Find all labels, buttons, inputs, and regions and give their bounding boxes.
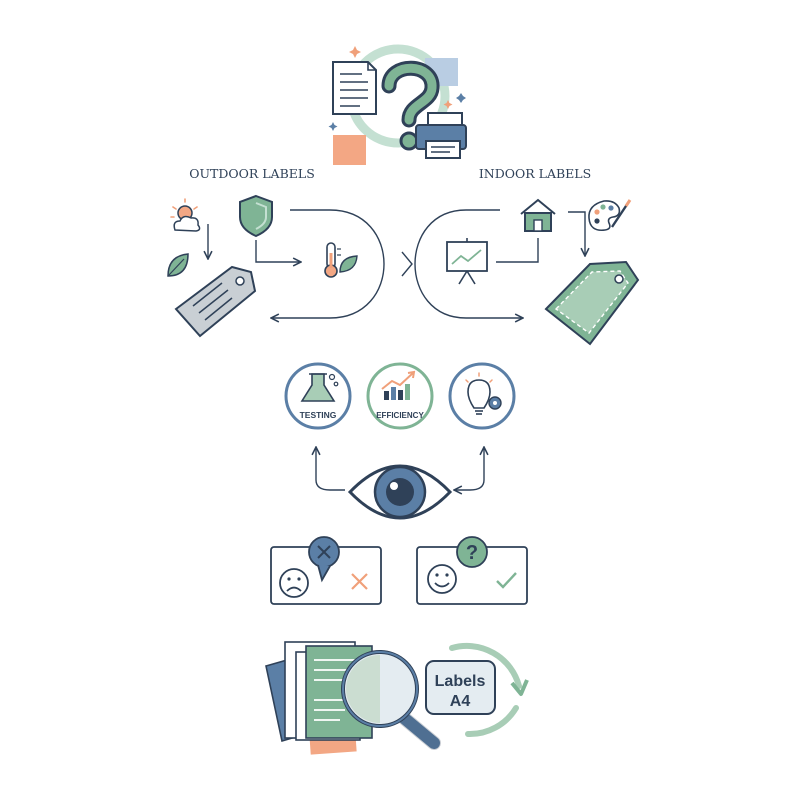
circle-row xyxy=(284,362,516,430)
lightbulb-gear-icon xyxy=(465,372,502,415)
presentation-board-icon xyxy=(446,238,488,285)
efficiency-circle xyxy=(366,362,434,430)
flask-icon xyxy=(300,373,339,402)
shield-icon xyxy=(239,194,273,238)
arrow-testing-to-eye xyxy=(316,448,345,491)
growth-chart-icon xyxy=(381,370,416,400)
check-mark-icon xyxy=(496,572,517,589)
outdoor-labels-heading: OUTDOOR LABELS xyxy=(189,166,315,181)
top-cluster xyxy=(328,44,467,165)
arrow-shield-to-thermo xyxy=(255,240,300,262)
sparkles xyxy=(328,46,466,131)
question-bubble-icon: ? xyxy=(456,536,488,568)
indoor-group xyxy=(446,198,640,346)
testing-label: TESTING xyxy=(300,410,337,420)
printer-icon xyxy=(415,112,467,159)
leaf-icon xyxy=(167,253,189,277)
house-icon xyxy=(520,198,556,232)
bottom-cluster: Labels A4 xyxy=(265,641,529,755)
document-icon xyxy=(332,61,377,115)
x-bubble-icon xyxy=(308,536,340,583)
sun-cloud-icon xyxy=(170,198,201,232)
thermometer-icon xyxy=(324,242,358,278)
x-mark-icon xyxy=(351,573,368,590)
green-tag-icon xyxy=(544,260,640,346)
efficiency-label: EFFICIENCY xyxy=(376,411,424,420)
gray-tag-icon xyxy=(174,265,257,338)
a4-text: A4 xyxy=(450,693,471,710)
arrow-house-to-board xyxy=(496,238,539,263)
palette-icon xyxy=(588,199,632,232)
labels-a4-badge: Labels A4 xyxy=(425,660,496,715)
orange-square xyxy=(333,135,366,165)
happy-face-icon xyxy=(427,564,457,594)
negative-feedback-box xyxy=(270,536,382,605)
outdoor-group xyxy=(167,194,358,338)
testing-circle xyxy=(284,362,352,430)
indoor-labels-heading: INDOOR LABELS xyxy=(479,166,591,181)
cycle-arrow-icon xyxy=(449,642,529,738)
eye-icon xyxy=(347,464,453,520)
innovation-circle xyxy=(448,362,516,430)
labels-text: Labels xyxy=(435,673,486,690)
arrow-down-right xyxy=(568,211,585,255)
arrow-innovation-to-eye xyxy=(455,448,484,490)
svg-text:?: ? xyxy=(466,542,478,564)
magnifier-icon xyxy=(341,650,441,750)
positive-feedback-box: ? xyxy=(416,536,528,605)
sad-face-icon xyxy=(279,568,309,598)
flow-lines xyxy=(272,209,522,318)
